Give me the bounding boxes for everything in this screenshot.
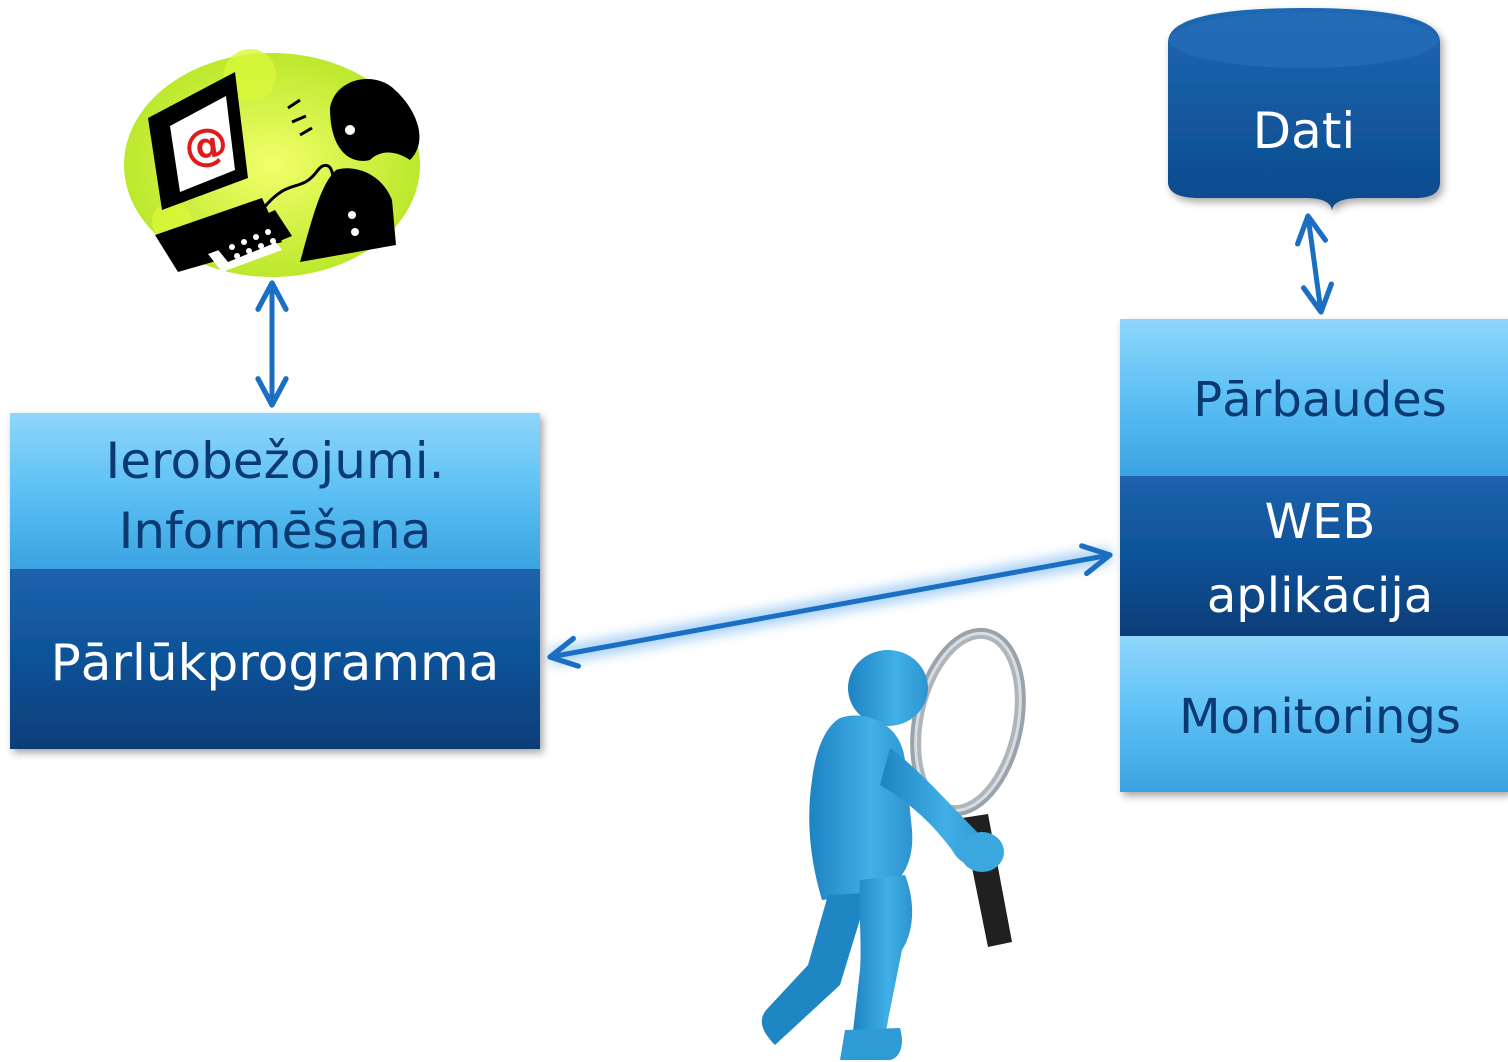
user-at-computer-icon: @ bbox=[124, 49, 420, 277]
restrictions-label-line1: Ierobežojumi. bbox=[106, 432, 445, 490]
monitoring-box bbox=[1120, 636, 1508, 792]
left-stack bbox=[10, 413, 540, 749]
restrictions-label-line2: Informēšana bbox=[119, 502, 432, 560]
webapp-label-line2: aplikācija bbox=[1207, 568, 1433, 624]
monitoring-label: Monitorings bbox=[1179, 689, 1461, 745]
at-symbol: @ bbox=[181, 117, 232, 174]
checks-box bbox=[1120, 319, 1508, 476]
database-label: Dati bbox=[1253, 102, 1356, 160]
data-webapp-arrow bbox=[1295, 213, 1334, 315]
right-stack bbox=[1120, 319, 1508, 792]
restrictions-box bbox=[10, 413, 540, 569]
webapp-box bbox=[1120, 476, 1508, 636]
browser-label: Pārlūkprogramma bbox=[51, 634, 500, 692]
webapp-label-line1: WEB bbox=[1265, 494, 1376, 550]
browser-webapp-arrow bbox=[547, 543, 1113, 669]
database-cylinder bbox=[1168, 8, 1440, 210]
person-with-magnifier-icon bbox=[761, 627, 1026, 1060]
checks-label: Pārbaudes bbox=[1193, 372, 1446, 428]
browser-box bbox=[10, 569, 540, 749]
